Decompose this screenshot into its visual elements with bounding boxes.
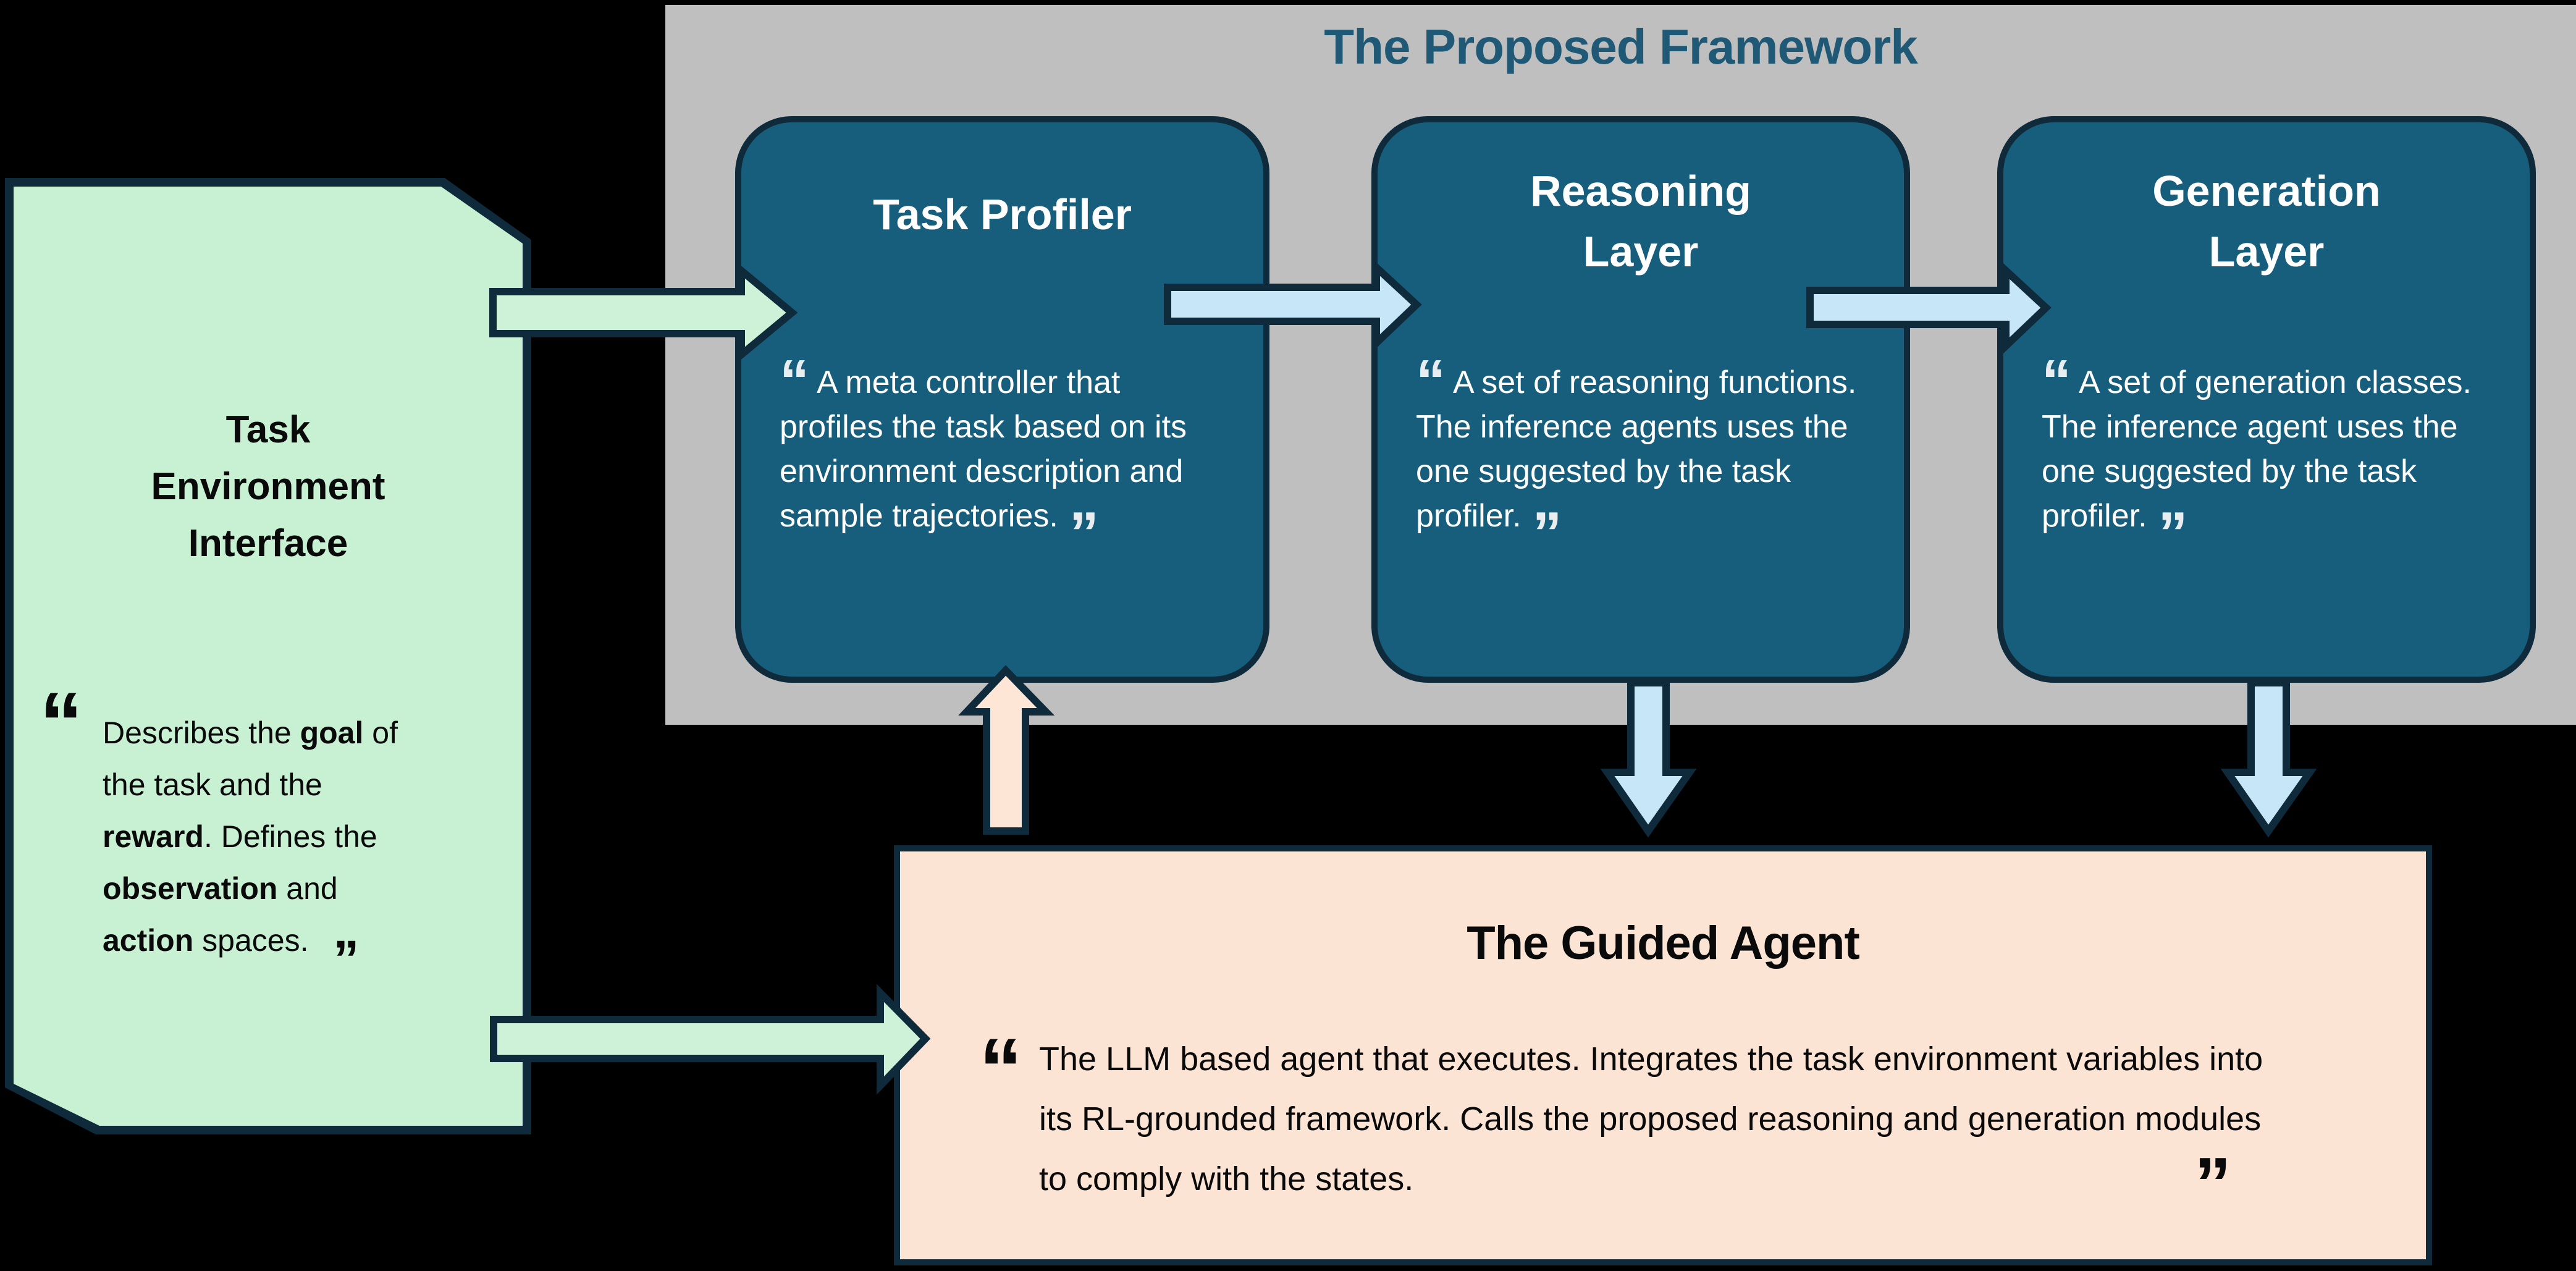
quote-segment-bold: reward: [103, 819, 204, 854]
reasoning-layer-title-line2: Layer: [1583, 227, 1699, 276]
task-environment-title: Task Environment Interface: [114, 402, 423, 572]
close-quote-icon: ”: [2194, 1142, 2231, 1225]
env-to-agent-arrow: [490, 984, 931, 1095]
env-to-profiler-arrow: [489, 263, 798, 363]
quote-segment-bold: action: [103, 923, 194, 958]
reasoning-to-generation-arrow: [1806, 262, 2052, 355]
close-quote-icon: ”: [2158, 500, 2188, 567]
reasoning-layer-title-line1: Reasoning: [1530, 167, 1751, 215]
guided-agent-title: The Guided Agent: [1467, 917, 1860, 969]
generation-layer-title-line1: Generation: [2152, 167, 2381, 215]
quote-segment: . Defines the: [203, 819, 377, 854]
quote-segment: spaces.: [193, 923, 318, 958]
generation-layer-quote: “A set of generation classes. The infere…: [2042, 352, 2499, 563]
close-quote-icon: ”: [1532, 500, 1562, 567]
close-quote-icon: ”: [1069, 500, 1099, 567]
reasoning-layer-title: Reasoning Layer: [1511, 161, 1770, 282]
profiler-to-reasoning-arrow: [1164, 259, 1422, 352]
quote-segment-bold: observation: [103, 871, 278, 906]
task-environment-title-line2: Environment: [151, 465, 385, 508]
open-quote-icon: “: [979, 1020, 1022, 1117]
quote-segment: and: [277, 871, 338, 906]
generation-layer-box: Generation Layer “A set of generation cl…: [1997, 116, 2536, 683]
task-environment-box-fill: Task Environment Interface “ Describes t…: [14, 187, 523, 1126]
guided-agent-quote: The LLM based agent that executes. Integ…: [1039, 1041, 2263, 1198]
generation-layer-title: Generation Layer: [2137, 161, 2396, 282]
task-profiler-quote: “A meta controller that profiles the tas…: [780, 352, 1232, 563]
open-quote-icon: “: [780, 348, 809, 415]
open-quote-icon: “: [1416, 348, 1446, 415]
open-quote-icon: “: [2042, 348, 2071, 415]
task-environment-box: Task Environment Interface “ Describes t…: [5, 178, 531, 1134]
task-profiler-box: Task Profiler “A meta controller that pr…: [735, 116, 1269, 683]
reasoning-layer-box: Reasoning Layer “A set of reasoning func…: [1371, 116, 1910, 683]
close-quote-icon: ”: [333, 930, 359, 988]
generation-layer-quote-text: A set of generation classes. The inferen…: [2042, 365, 2472, 534]
open-quote-icon: “: [40, 674, 83, 771]
task-environment-quote: Describes the goal of the task and the r…: [103, 707, 415, 985]
task-environment-title-line3: Interface: [188, 521, 348, 565]
agent-to-profiler-arrow: [958, 665, 1055, 835]
quote-segment: of the task and the: [103, 716, 398, 802]
generation-layer-title-line2: Layer: [2208, 227, 2325, 276]
reasoning-layer-quote-text: A set of reasoning functions. The infere…: [1416, 365, 1857, 534]
framework-title: The Proposed Framework: [1324, 19, 1917, 74]
quote-segment: Describes the: [103, 716, 300, 750]
task-environment-title-line1: Task: [225, 408, 311, 451]
reasoning-layer-quote: “A set of reasoning functions. The infer…: [1416, 352, 1873, 563]
task-profiler-quote-text: A meta controller that profiles the task…: [780, 365, 1187, 534]
quote-segment-bold: goal: [300, 716, 364, 750]
generation-to-agent-arrow: [2220, 679, 2317, 838]
task-profiler-title: Task Profiler: [873, 190, 1132, 239]
guided-agent-box: The Guided Agent “ The LLM based agent t…: [894, 845, 2432, 1265]
reasoning-to-agent-arrow: [1600, 679, 1697, 838]
